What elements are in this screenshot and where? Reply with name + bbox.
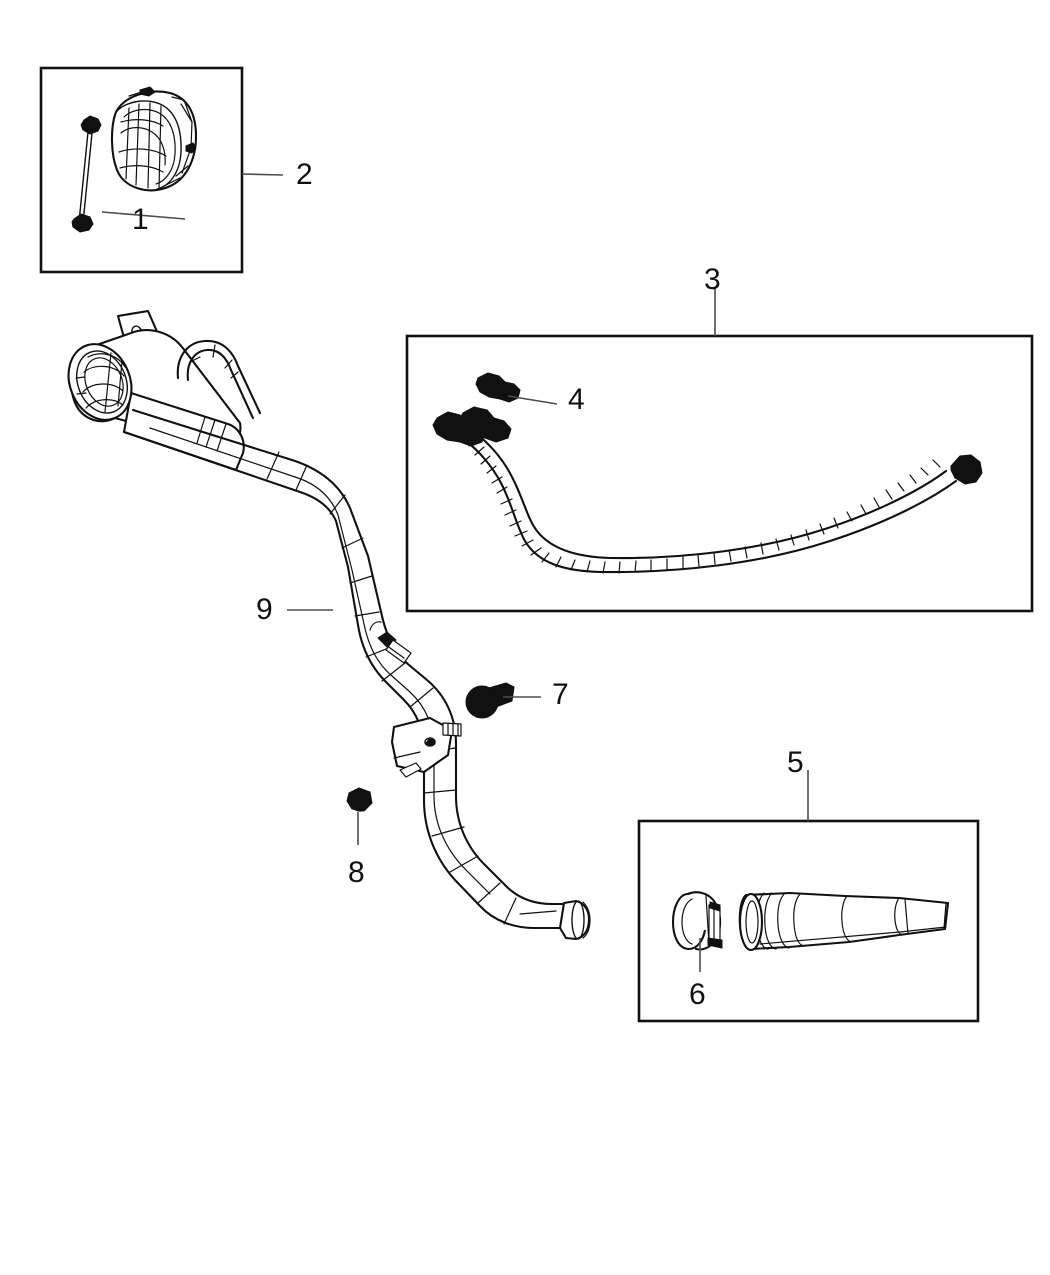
fuel-filler-cap-art — [110, 86, 198, 192]
filler-hose-art — [738, 891, 950, 952]
callout-number-7: 7 — [552, 678, 569, 711]
hose-clamp-art — [671, 891, 723, 951]
filler-tube-body — [122, 408, 591, 941]
vapor-hose-art — [432, 406, 983, 574]
callout-number-2: 2 — [296, 158, 313, 191]
leader-line-2 — [241, 173, 284, 176]
mounting-screw-art — [465, 682, 515, 719]
leader-line-4 — [507, 395, 558, 405]
fuel-cap-tether-art — [71, 115, 102, 233]
callout-number-4: 4 — [568, 383, 585, 416]
fuel-filler-tube-art — [67, 309, 591, 941]
callout-number-5: 5 — [787, 746, 804, 779]
filler-head-housing — [67, 309, 245, 472]
tube-mounting-bracket — [390, 716, 462, 778]
filler-hose-panel-group — [637, 819, 980, 1023]
callout-number-3: 3 — [704, 263, 721, 296]
vent-tube-loop — [176, 339, 262, 420]
callout-number-6: 6 — [689, 978, 706, 1011]
callout-number-9: 9 — [256, 593, 273, 626]
mounting-nut-art — [346, 787, 373, 812]
vapor-hose-panel-group — [405, 334, 1034, 613]
callout-number-1: 1 — [132, 203, 149, 236]
callout-leader-lines — [101, 173, 809, 972]
leader-line-1 — [101, 211, 186, 220]
callout-number-8: 8 — [348, 856, 365, 889]
fuel-cap-panel-group — [39, 66, 244, 274]
vent-nipple — [369, 621, 412, 664]
